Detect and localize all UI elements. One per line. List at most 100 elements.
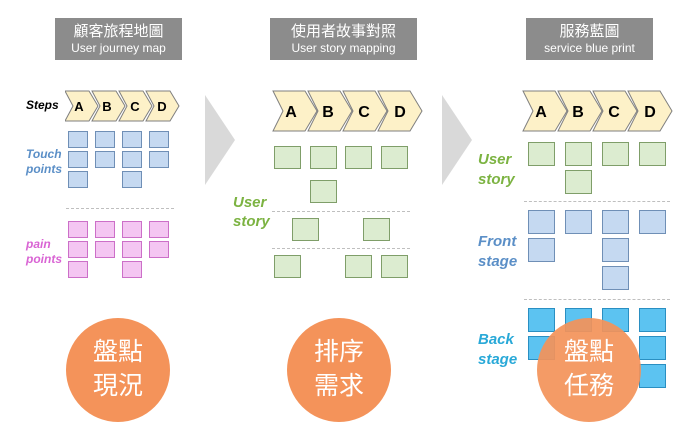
divider — [272, 211, 410, 212]
header-story-mapping: 使用者故事對照 User story mapping — [270, 18, 417, 60]
touch-point-card — [149, 131, 169, 148]
header-blueprint-zh: 服務藍圖 — [559, 22, 620, 40]
step-chevron-b — [91, 90, 126, 122]
user-story-card — [274, 146, 301, 169]
touch-points-label: Touch points — [26, 147, 62, 177]
user-story-card — [345, 255, 372, 278]
front-stage-card — [528, 210, 555, 234]
front-stage-label-line2: stage — [478, 253, 518, 270]
circle-prioritize-needs: 排序 需求 — [287, 318, 391, 422]
user-story-card — [381, 146, 408, 169]
transition-arrow-2 — [442, 95, 472, 185]
step-label-a: A — [74, 99, 84, 114]
circle-line2: 現況 — [92, 371, 143, 400]
divider — [66, 208, 174, 209]
header-story-mapping-en: User story mapping — [291, 41, 396, 55]
header-blueprint: 服務藍圖 service blue print — [526, 18, 653, 60]
touch-point-card — [68, 171, 88, 188]
front-stage-card — [565, 210, 592, 234]
back-stage-card — [639, 364, 666, 388]
circle-line1: 排序 — [313, 337, 364, 366]
user-story-card — [602, 142, 629, 166]
circle-line1: 盤點 — [92, 337, 143, 366]
front-stage-label-line1: Front — [478, 233, 517, 250]
back-stage-label: Back stage — [478, 330, 517, 370]
front-stage-card — [602, 266, 629, 290]
pain-point-card — [95, 241, 115, 258]
step-chevron-c — [118, 90, 153, 122]
pain-point-card — [149, 221, 169, 238]
pain-points-label: pain points — [26, 237, 62, 267]
touch-point-card — [68, 151, 88, 168]
user-story-card — [565, 170, 592, 194]
front-stage-card — [528, 238, 555, 262]
header-journey-map-zh: 顧客旅程地圖 — [73, 22, 164, 40]
blueprint-user-story-label: User story — [478, 150, 515, 190]
step-label-d: D — [644, 104, 656, 121]
step-label-c: C — [358, 104, 370, 121]
header-journey-map-en: User journey map — [71, 41, 166, 55]
touch-point-card — [95, 131, 115, 148]
step-label-c: C — [608, 104, 620, 121]
steps-chevrons-3: A B C D — [522, 90, 673, 132]
pain-points-label-line1: pain — [26, 237, 51, 251]
steps-label: Steps — [26, 98, 59, 112]
user-story-label-line2: story — [233, 213, 270, 230]
touch-point-card — [68, 131, 88, 148]
front-stage-card — [602, 210, 629, 234]
user-story-card — [528, 142, 555, 166]
step-label-c: C — [130, 99, 140, 114]
blueprint-user-story-label-line2: story — [478, 171, 515, 188]
user-story-card — [310, 146, 337, 169]
touch-point-card — [122, 171, 142, 188]
circle-line1: 盤點 — [563, 337, 614, 366]
front-stage-card — [602, 238, 629, 262]
pain-point-card — [95, 221, 115, 238]
divider — [524, 299, 670, 300]
pain-point-card — [68, 241, 88, 258]
touch-points-label-line2: points — [26, 162, 62, 176]
step-label-a: A — [535, 104, 547, 121]
pain-points-label-line2: points — [26, 252, 62, 266]
header-story-mapping-zh: 使用者故事對照 — [290, 22, 396, 40]
divider — [272, 248, 410, 249]
step-chevron-a — [65, 90, 99, 122]
pain-point-card — [149, 241, 169, 258]
pain-point-card — [122, 261, 142, 278]
steps-chevrons-2: A B C D — [272, 90, 423, 132]
divider — [524, 201, 670, 202]
circle-line2: 任務 — [563, 371, 614, 400]
pain-point-card — [122, 241, 142, 258]
touch-point-card — [149, 151, 169, 168]
step-label-b: B — [102, 99, 111, 114]
pain-point-card — [122, 221, 142, 238]
user-story-card — [274, 255, 301, 278]
user-story-label: User story — [233, 193, 270, 231]
step-chevron-d — [145, 90, 180, 122]
step-label-b: B — [322, 104, 334, 121]
step-label-a: A — [285, 104, 297, 121]
user-story-card — [639, 142, 666, 166]
circle-line2: 需求 — [313, 371, 364, 400]
user-story-card — [310, 180, 337, 203]
step-label-d: D — [157, 99, 166, 114]
back-stage-card — [528, 308, 555, 332]
header-blueprint-en: service blue print — [544, 41, 635, 55]
header-journey-map: 顧客旅程地圖 User journey map — [55, 18, 182, 60]
steps-chevrons-1: A B C D — [65, 90, 180, 122]
user-story-label-line1: User — [233, 194, 267, 211]
step-label-b: B — [572, 104, 584, 121]
user-story-card — [381, 255, 408, 278]
back-stage-card — [639, 336, 666, 360]
touch-point-card — [122, 151, 142, 168]
user-story-card — [363, 218, 390, 241]
back-stage-card — [639, 308, 666, 332]
transition-arrow-1 — [205, 95, 235, 185]
user-story-card — [565, 142, 592, 166]
step-label-d: D — [394, 104, 406, 121]
touch-point-card — [95, 151, 115, 168]
front-stage-label: Front stage — [478, 232, 517, 272]
user-story-card — [345, 146, 372, 169]
touch-points-label-line1: Touch — [26, 147, 62, 161]
pain-point-card — [68, 221, 88, 238]
